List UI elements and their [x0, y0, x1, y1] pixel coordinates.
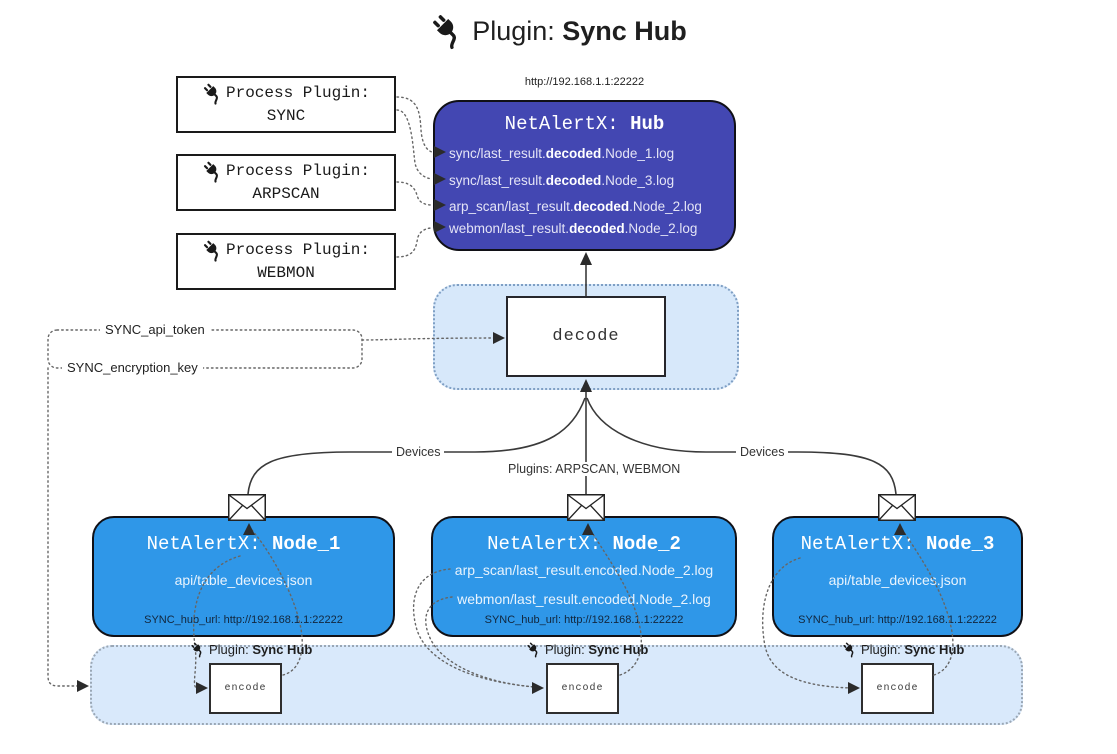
- devices-edge-label-right: Devices: [736, 445, 789, 459]
- node-box-node3: NetAlertX: Node_3 api/table_devices.json…: [772, 516, 1023, 637]
- mini-label-bold: Sync Hub: [252, 642, 313, 657]
- node-file-line: api/table_devices.json: [828, 572, 967, 588]
- sync-to-hub-dotted-2: [396, 109, 433, 180]
- hub-log-line: sync/last_result.decoded.Node_1.log: [449, 146, 674, 161]
- page-title-text: Plugin: Sync Hub: [472, 16, 687, 47]
- hub-title: NetAlertX: Hub: [435, 113, 734, 135]
- mini-plugin-text: Plugin: Sync Hub: [861, 642, 964, 657]
- plug-icon: [189, 640, 206, 658]
- mini-label-bold: Sync Hub: [904, 642, 965, 657]
- encode-box: encode: [861, 663, 934, 714]
- process-plugin-name: ARPSCAN: [252, 184, 320, 203]
- hub-url-label: http://192.168.1.1:22222: [524, 76, 645, 88]
- plug-icon: [428, 11, 467, 50]
- plug-icon: [525, 640, 542, 658]
- node-title-prefix: NetAlertX:: [800, 533, 926, 555]
- mini-label-prefix: Plugin:: [545, 642, 589, 657]
- log-suffix: .Node_2.log: [624, 221, 698, 236]
- plug-icon: [841, 640, 858, 658]
- sync-encryption-key-label: SYNC_encryption_key: [62, 360, 203, 375]
- process-plugin-box-arpscan: Process Plugin: ARPSCAN: [176, 154, 396, 211]
- process-plugin-box-webmon: Process Plugin: WEBMON: [176, 233, 396, 290]
- plug-icon: [200, 81, 225, 105]
- mini-label-bold: Sync Hub: [588, 642, 649, 657]
- mini-plugin-text: Plugin: Sync Hub: [209, 642, 312, 657]
- encode-box: encode: [209, 663, 282, 714]
- mini-plugin-label: Plugin: Sync Hub: [189, 640, 312, 658]
- node-box-node2: NetAlertX: Node_2 arp_scan/last_result.e…: [431, 516, 737, 637]
- node-file-line: arp_scan/last_result.encoded.Node_2.log: [454, 562, 714, 578]
- log-prefix: arp_scan/last_result.: [449, 199, 574, 214]
- encode-box: encode: [546, 663, 619, 714]
- hub-log-line: sync/last_result.decoded.Node_3.log: [449, 173, 674, 188]
- process-plugin-label-row: Process Plugin:: [200, 238, 371, 262]
- node-hub-url: SYNC_hub_url: http://192.168.1.1:22222: [798, 614, 997, 626]
- node-title-prefix: NetAlertX:: [487, 533, 613, 555]
- node-title-prefix: NetAlertX:: [146, 533, 272, 555]
- log-prefix: sync/last_result.: [449, 173, 546, 188]
- arrowhead-into-band: [77, 680, 89, 692]
- hub-box: NetAlertX: Hub sync/last_result.decoded.…: [433, 100, 736, 251]
- log-bold: decoded: [573, 199, 630, 214]
- process-plugin-name: WEBMON: [257, 263, 315, 282]
- log-bold: decoded: [545, 146, 602, 161]
- decode-box: decode: [506, 296, 666, 377]
- sync-api-token-label: SYNC_api_token: [100, 322, 210, 337]
- node-title-bold: Node_3: [926, 533, 995, 555]
- node-hub-url: SYNC_hub_url: http://192.168.1.1:22222: [144, 614, 343, 626]
- node-file-line: webmon/last_result.encoded.Node_2.log: [457, 591, 711, 607]
- node-file-line: api/table_devices.json: [174, 572, 313, 588]
- node-title: NetAlertX: Node_1: [94, 533, 393, 555]
- hub-log-line: arp_scan/last_result.decoded.Node_2.log: [449, 199, 702, 214]
- process-plugin-box-sync: Process Plugin: SYNC: [176, 76, 396, 133]
- hub-title-prefix: NetAlertX:: [504, 113, 631, 135]
- node-title-bold: Node_1: [272, 533, 341, 555]
- mini-label-prefix: Plugin:: [861, 642, 905, 657]
- log-suffix: .Node_2.log: [629, 199, 702, 214]
- process-plugin-label-row: Process Plugin:: [200, 81, 371, 105]
- log-bold: decoded: [545, 173, 602, 188]
- title-prefix: Plugin:: [472, 15, 563, 46]
- process-plugin-label: Process Plugin:: [225, 84, 371, 103]
- log-prefix: webmon/last_result.: [449, 221, 570, 236]
- node-box-node1: NetAlertX: Node_1 api/table_devices.json…: [92, 516, 395, 637]
- log-prefix: sync/last_result.: [449, 146, 546, 161]
- webmon-to-hub-dotted: [396, 227, 433, 258]
- mini-plugin-label: Plugin: Sync Hub: [841, 640, 964, 658]
- plug-icon: [200, 159, 225, 183]
- hub-log-line: webmon/last_result.decoded.Node_2.log: [449, 221, 697, 236]
- process-plugin-label-row: Process Plugin:: [200, 159, 371, 183]
- process-plugin-label: Process Plugin:: [225, 241, 371, 260]
- title-bold: Sync Hub: [562, 15, 687, 46]
- node-title: NetAlertX: Node_2: [433, 533, 735, 555]
- arrowhead-into-hub: [580, 252, 592, 265]
- devices-edge-label-left: Devices: [392, 445, 445, 459]
- process-plugin-name: SYNC: [266, 106, 306, 125]
- node-title-bold: Node_2: [612, 533, 681, 555]
- secrets-to-band-dotted: [47, 367, 80, 687]
- mini-label-prefix: Plugin:: [209, 642, 253, 657]
- node-title: NetAlertX: Node_3: [774, 533, 1021, 555]
- log-bold: decoded: [569, 221, 625, 236]
- plugins-edge-label: Plugins: ARPSCAN, WEBMON: [504, 462, 685, 476]
- process-plugin-label: Process Plugin:: [225, 162, 371, 181]
- arpscan-to-hub-dotted: [396, 181, 433, 206]
- hub-title-bold: Hub: [630, 113, 665, 135]
- mini-plugin-text: Plugin: Sync Hub: [545, 642, 648, 657]
- mini-plugin-label: Plugin: Sync Hub: [525, 640, 648, 658]
- plug-icon: [200, 238, 225, 262]
- node-hub-url: SYNC_hub_url: http://192.168.1.1:22222: [484, 614, 684, 626]
- sync-to-hub-dotted-1: [396, 96, 433, 153]
- log-suffix: .Node_3.log: [601, 173, 675, 188]
- log-suffix: .Node_1.log: [601, 146, 675, 161]
- page-title: Plugin: Sync Hub: [0, 11, 1117, 50]
